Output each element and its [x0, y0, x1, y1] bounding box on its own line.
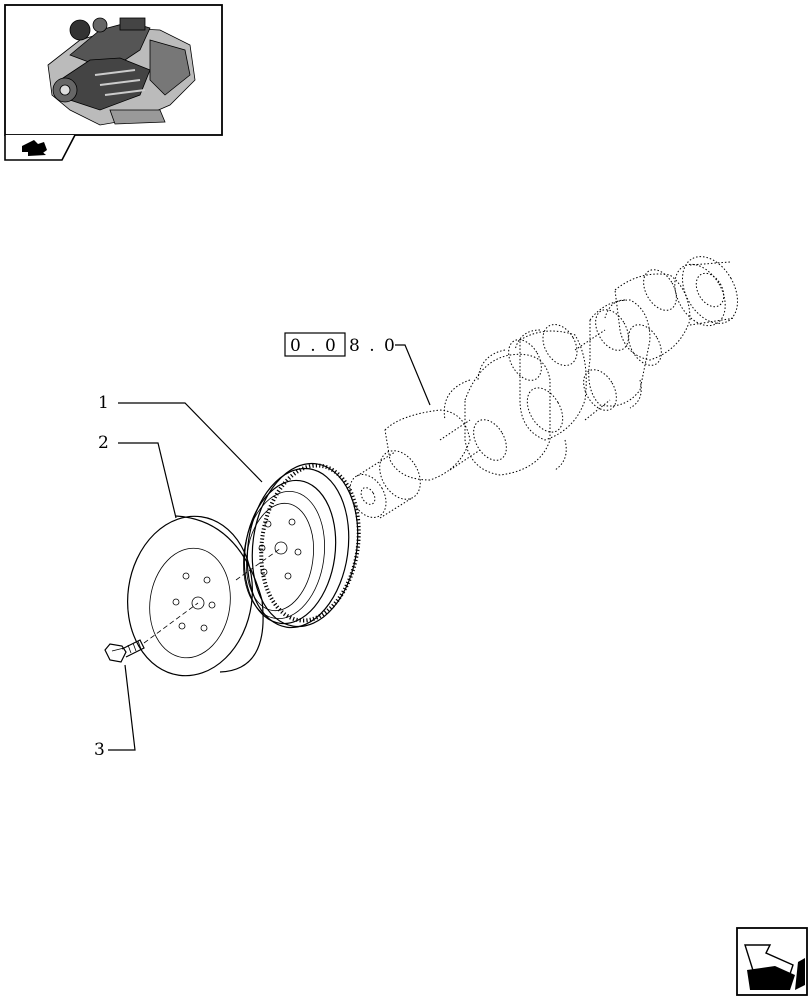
next-page-arrow-icon[interactable] — [736, 927, 808, 996]
axis-line — [143, 547, 282, 644]
damper-part — [127, 515, 264, 677]
leader-line-ref — [395, 344, 431, 406]
bolt-part — [104, 639, 145, 663]
leader-line-1 — [118, 402, 263, 483]
leader-line-2 — [118, 442, 177, 519]
reference-label[interactable]: 0 . 0 8 . 0 — [284, 332, 397, 357]
callout-3[interactable]: 3 — [94, 740, 105, 760]
callout-2[interactable]: 2 — [98, 433, 109, 453]
leader-line-3 — [108, 664, 136, 751]
reference-boxed-text: 0 . 0 — [290, 336, 338, 356]
pulley-part — [243, 462, 361, 629]
engine-thumbnail-icon[interactable] — [4, 4, 223, 136]
crankshaft-part — [349, 256, 738, 519]
section-arrow-icon[interactable] — [4, 134, 76, 161]
reference-rest-text: 8 . 0 — [349, 336, 397, 356]
callout-1[interactable]: 1 — [98, 393, 109, 413]
